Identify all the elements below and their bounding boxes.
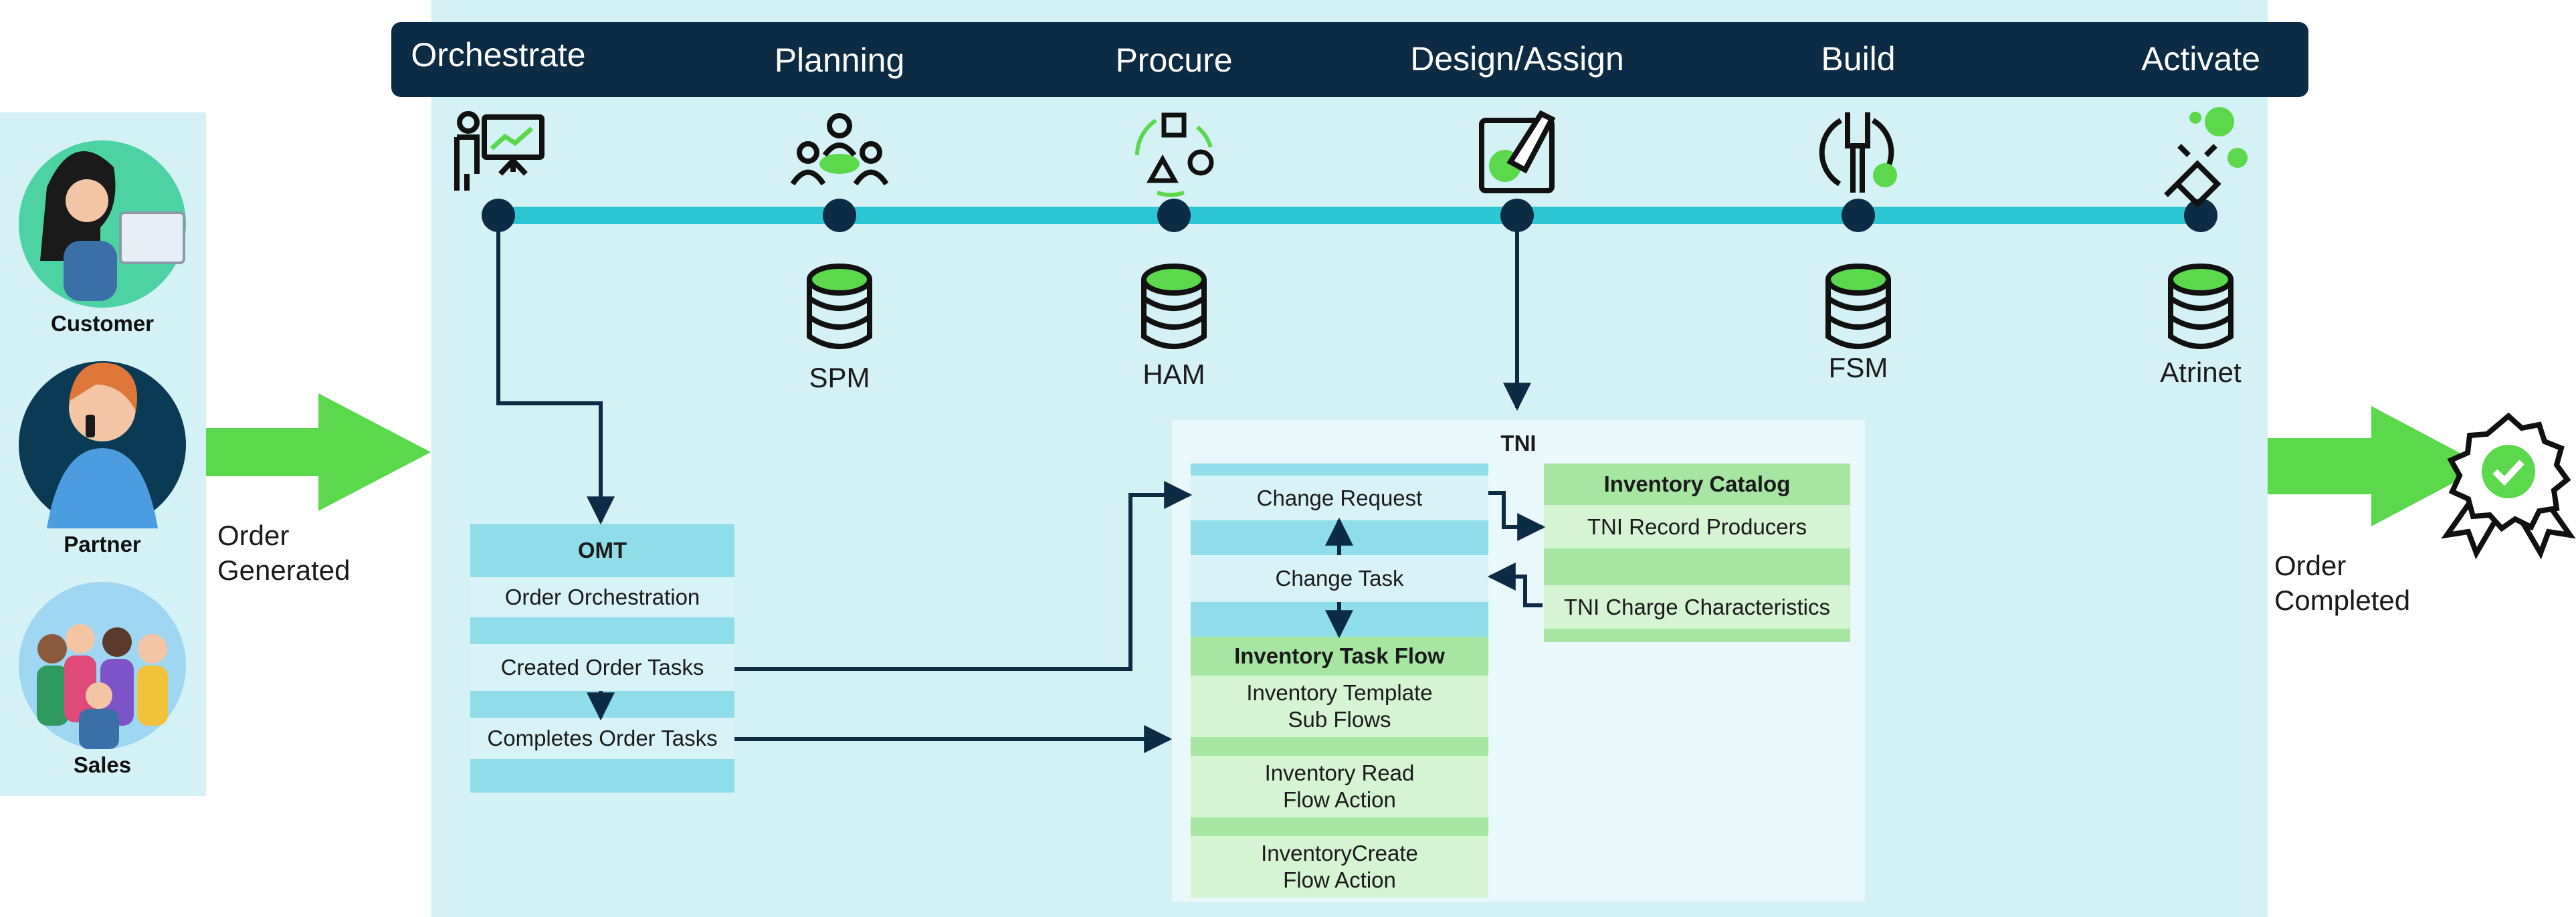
task-flow-row-line: Flow Action	[1283, 868, 1396, 892]
persona-label-partner: Partner	[64, 532, 141, 556]
connector-catalog-task	[1487, 563, 1543, 607]
shapes-cycle-icon	[1134, 112, 1214, 197]
task-flow-row-line: Flow Action	[1283, 787, 1396, 812]
order-completed-label: Order Completed	[2274, 548, 2410, 618]
order-completed-line-1: Order	[2274, 550, 2347, 581]
order-generated-line-2: Generated	[217, 554, 351, 586]
connectors	[496, 215, 1546, 753]
stage-label-activate: Activate	[2141, 40, 2260, 78]
db-label-spm: SPM	[809, 362, 870, 393]
design-brush-icon	[1479, 110, 1556, 193]
tni-title: TNI	[1500, 430, 1537, 455]
completed-badge-icon	[2441, 412, 2576, 560]
inventory-catalog-title: Inventory Catalog	[1603, 472, 1791, 496]
persona-label-customer: Customer	[50, 311, 155, 336]
task-flow-row-template-sub-flows: Inventory Template Sub Flows	[1191, 676, 1488, 737]
omt-title: OMT	[577, 538, 627, 563]
sales-avatar	[19, 582, 186, 749]
timeline-node	[823, 199, 856, 232]
timeline-node	[1157, 199, 1191, 232]
omt-row-order-orchestration: Order Orchestration	[504, 585, 700, 609]
database-icon	[1141, 264, 1207, 349]
database-icon	[807, 264, 872, 349]
timeline-node	[1842, 199, 1875, 232]
order-generated-label: Order Generated	[217, 518, 350, 588]
tni-change-task: Change Task	[1275, 566, 1404, 591]
task-flow-row-line: Inventory Template	[1246, 680, 1433, 705]
stage-header-bar	[391, 22, 2308, 97]
database-icon	[1825, 264, 1891, 349]
plug-icon	[2164, 107, 2248, 208]
inventory-task-flow-title: Inventory Task Flow	[1234, 643, 1445, 668]
database-icon	[2168, 264, 2234, 349]
omt-row-created-order-tasks: Created Order Tasks	[500, 655, 704, 680]
omt-row-completes-order-tasks: Completes Order Tasks	[487, 726, 718, 750]
timeline-node	[2184, 199, 2217, 232]
order-completed-arrow	[2268, 406, 2485, 526]
stage-label-design-assign: Design/Assign	[1410, 40, 1624, 78]
wrench-gear-icon	[1819, 112, 1897, 193]
stage-label-orchestrate: Orchestrate	[411, 36, 586, 74]
task-flow-row-read-flow-action: Inventory Read Flow Action	[1191, 756, 1488, 817]
db-label-fsm: FSM	[1828, 352, 1888, 383]
order-completed-line-2: Completed	[2274, 585, 2411, 616]
team-meeting-icon	[790, 113, 889, 186]
partner-avatar	[19, 361, 186, 528]
stage-label-planning: Planning	[774, 41, 905, 79]
task-flow-row-create-flow-action: InventoryCreate Flow Action	[1191, 836, 1488, 898]
omt-box	[470, 524, 734, 793]
connector-orchestrate-omt	[496, 215, 615, 525]
db-label-ham: HAM	[1143, 359, 1205, 390]
timeline-nodes	[482, 199, 2217, 232]
order-generated-line-1: Order	[217, 520, 290, 551]
stage-label-build: Build	[1821, 40, 1896, 78]
task-flow-row-line: InventoryCreate	[1261, 841, 1418, 865]
persona-label-sales: Sales	[73, 752, 132, 777]
inventory-catalog-box	[1544, 464, 1850, 642]
task-flow-row-line: Sub Flows	[1288, 707, 1391, 732]
db-label-atrinet: Atrinet	[2160, 356, 2242, 388]
presentation-icon	[454, 111, 544, 191]
stage-label-procure: Procure	[1115, 41, 1233, 79]
catalog-row-charge-characteristics: TNI Charge Characteristics	[1564, 594, 1830, 619]
customer-avatar	[19, 140, 186, 308]
catalog-row-record-producers: TNI Record Producers	[1587, 514, 1807, 539]
connector-request-catalog	[1488, 491, 1546, 541]
tni-change-request: Change Request	[1256, 485, 1423, 510]
task-flow-row-line: Inventory Read	[1264, 760, 1415, 785]
connector-omt-change-request	[734, 481, 1193, 671]
order-generated-arrow	[206, 393, 431, 511]
